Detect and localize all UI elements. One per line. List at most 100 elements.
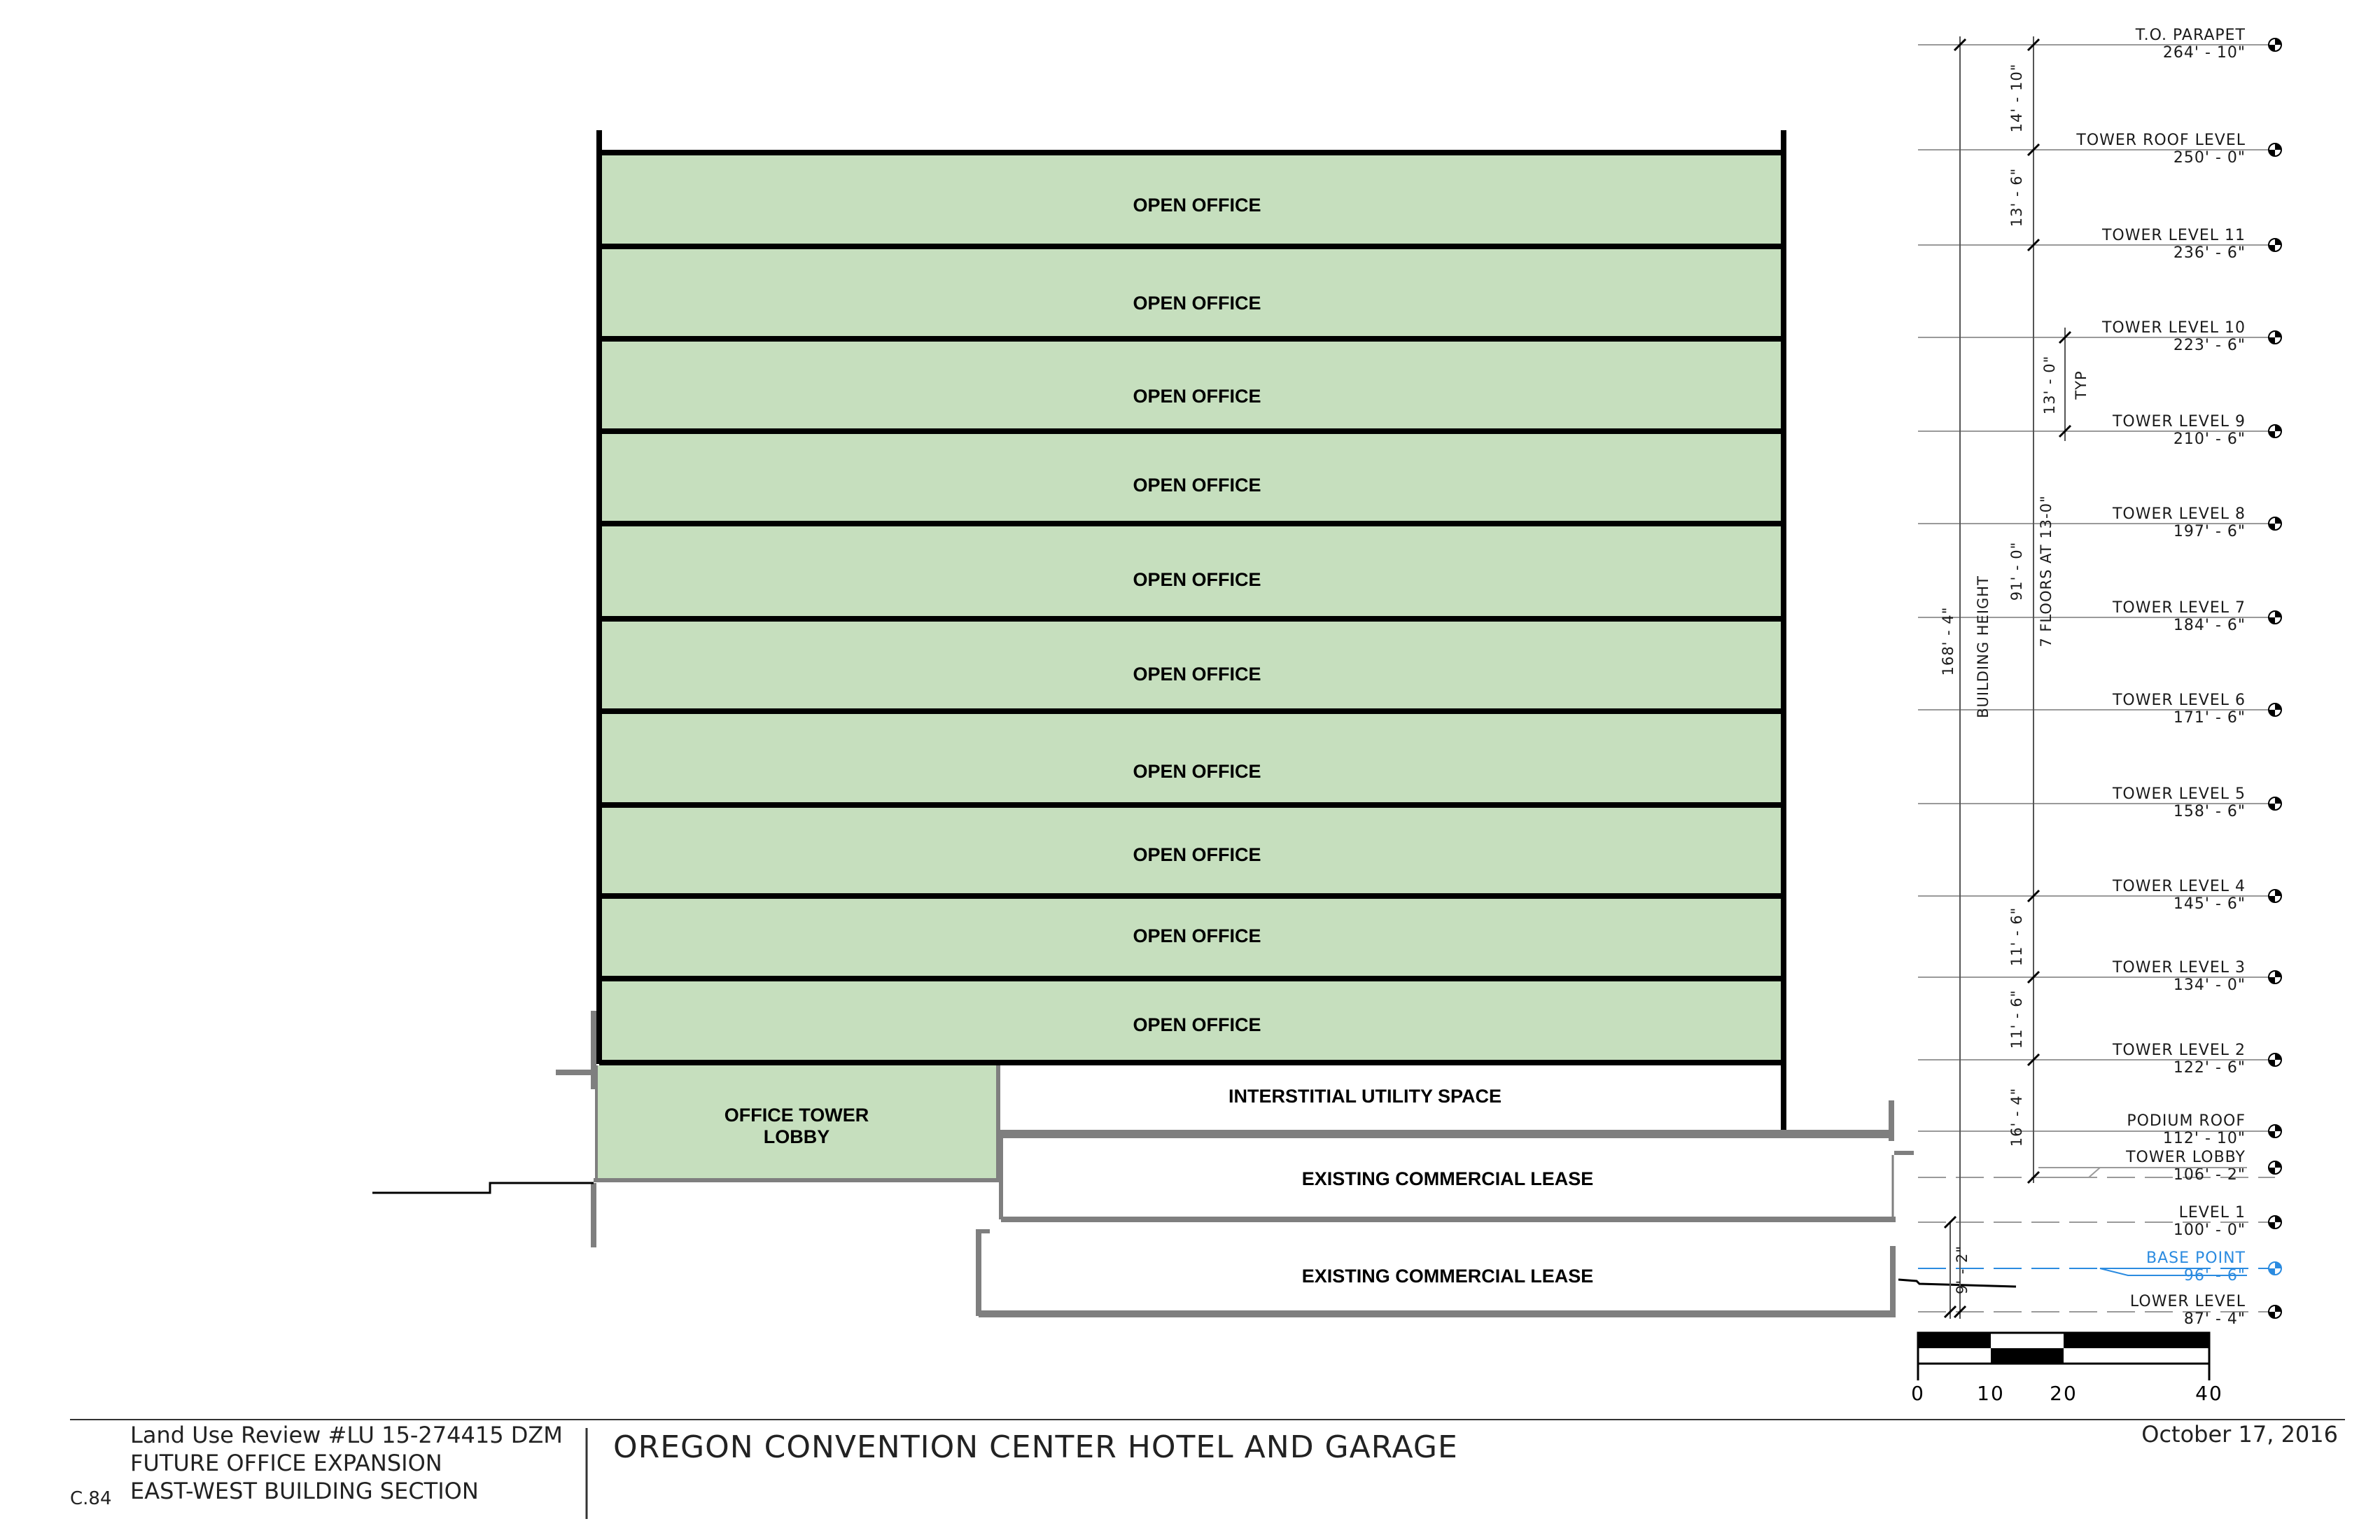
open-office-label-7: OPEN OFFICE [1133,761,1261,782]
scale-label-10: 10 [1977,1382,2005,1405]
commercial-lease-upper-label: EXISTING COMMERCIAL LEASE [1302,1168,1594,1189]
level-target-icon [2268,1124,2282,1138]
level-elevation: 87' - 4" [2184,1310,2246,1328]
floor-band [602,246,1785,339]
podium: OFFICE TOWER LOBBY INTERSTITIAL UTILITY … [372,1011,2017,1317]
dim-parapet: 14' - 10" [2008,64,2025,133]
scale-label-0: 0 [1911,1382,1925,1405]
level-target-icon [2268,970,2282,984]
level-lines [1918,44,2275,1312]
level-target-icon [2268,1215,2282,1229]
base-point-name: BASE POINT [2146,1250,2246,1267]
level-name: TOWER LOBBY [2125,1149,2246,1166]
review-number: Land Use Review #LU 15-274415 DZM [130,1422,563,1448]
section-title: EAST-WEST BUILDING SECTION [130,1478,479,1504]
dimension-lines [1949,36,2066,1319]
dimension-labels: 14' - 10" 13' - 6" 13' - 0" TYP 7 FLOORS… [1940,64,2090,1294]
level-name: TOWER LEVEL 10 [2101,319,2246,337]
level-elevation: 223' - 6" [2174,337,2246,354]
level-name: TOWER LEVEL 8 [2112,505,2246,523]
level-target-icon [2268,1161,2282,1175]
level-target-icon [2268,1305,2282,1319]
level-name: TOWER ROOF LEVEL [2076,132,2246,149]
level-elevation: 106' - 2" [2174,1166,2246,1184]
scale-label-20: 20 [2050,1382,2078,1405]
level-elevation: 100' - 0" [2174,1222,2246,1239]
lower-level-slab [979,1310,1896,1317]
sheet-number: C.84 [70,1488,112,1509]
dim-floors-note: 7 FLOORS AT 13-0" [2038,495,2054,647]
level-name: TOWER LEVEL 11 [2101,227,2246,244]
level-name: TOWER LEVEL 4 [2112,878,2246,895]
level-name: TOWER LEVEL 3 [2112,959,2246,976]
dim-level3: 11' - 6" [2008,907,2025,966]
dim-typ-label: TYP [2073,370,2090,400]
level-target-icon [2268,797,2282,811]
sheet-subtitle: FUTURE OFFICE EXPANSION [130,1450,442,1476]
dimension-ticks [1943,38,2072,1319]
floor-band [602,619,1785,711]
level-name: T.O. PARAPET [2135,27,2246,44]
graphic-scale: 0 10 20 40 [1911,1331,2223,1405]
dim-roof: 13' - 6" [2008,168,2025,227]
floor-band [602,524,1785,619]
dim-building-height-label: BUILDING HEIGHT [1975,575,1991,718]
utility-space-label: INTERSTITIAL UTILITY SPACE [1228,1086,1502,1107]
level-name: TOWER LEVEL 6 [2112,692,2246,709]
level-name: TOWER LEVEL 2 [2112,1042,2246,1059]
floor-band [602,153,1785,246]
level-target-icon [2268,889,2282,903]
scale-label-40: 40 [2195,1382,2223,1405]
dim-typical-floor: 13' - 0" [2041,356,2058,414]
issue-date: October 17, 2016 [2141,1421,2338,1448]
level-elevation: 197' - 6" [2174,523,2246,540]
level-name: TOWER LEVEL 9 [2112,413,2246,430]
office-tower: OPEN OFFICE OPEN OFFICE OPEN OFFICE OPEN… [596,130,1786,1131]
podium-roof-slab [998,1130,1894,1138]
level-name: TOWER LEVEL 7 [2112,599,2246,617]
dim-floors-total: 91' - 0" [2008,542,2025,601]
level-elevation: 145' - 6" [2174,895,2246,913]
level-markers [2268,38,2282,1319]
open-office-label-5: OPEN OFFICE [1133,569,1261,590]
level-target-icon [2268,238,2282,252]
open-office-label-10: OPEN OFFICE [1133,1014,1261,1035]
lobby-label-line1: OFFICE TOWER [724,1105,869,1126]
dim-podium: 16' - 4" [2008,1088,2025,1147]
level-elevation: 264' - 10" [2163,44,2246,62]
floor-band [602,711,1785,805]
floor-band [602,805,1785,896]
level-elevation: 158' - 6" [2174,803,2246,820]
project-title: OREGON CONVENTION CENTER HOTEL AND GARAG… [613,1429,1458,1465]
open-office-label-6: OPEN OFFICE [1133,664,1261,685]
level1-slab [1001,1217,1896,1222]
dim-lower: 9' - 2" [1954,1245,1970,1294]
level-elevation: 171' - 6" [2174,709,2246,727]
level-elevation: 122' - 6" [2174,1059,2246,1077]
level-target-icon [2268,143,2282,157]
commercial-lease-lower-label: EXISTING COMMERCIAL LEASE [1302,1266,1594,1287]
open-office-label-2: OPEN OFFICE [1133,293,1261,314]
open-office-label-1: OPEN OFFICE [1133,195,1261,216]
level-elevation: 184' - 6" [2174,617,2246,634]
floor-band [602,339,1785,431]
west-grade-line [372,1182,594,1194]
level-target-icon [2268,517,2282,531]
floor-band [602,896,1785,979]
level-elevation: 112' - 10" [2163,1130,2246,1147]
level-name: PODIUM ROOF [2127,1112,2246,1130]
level-target-icon [2268,1053,2282,1067]
level-elevation: 210' - 6" [2174,430,2246,448]
dim-level2: 11' - 6" [2008,990,2025,1049]
floor-band [602,979,1785,1063]
lobby-label-line2: LOBBY [764,1126,830,1147]
level-labels: T.O. PARAPET 264' - 10" TOWER ROOF LEVEL… [2076,27,2246,1328]
base-point-target-icon [2268,1261,2282,1275]
level-target-icon [2268,424,2282,438]
dim-building-height: 168' - 4" [1940,607,1956,676]
level-name: LOWER LEVEL [2130,1293,2246,1310]
level-target-icon [2268,610,2282,624]
level-target-icon [2268,703,2282,717]
level-name: TOWER LEVEL 5 [2112,785,2246,803]
